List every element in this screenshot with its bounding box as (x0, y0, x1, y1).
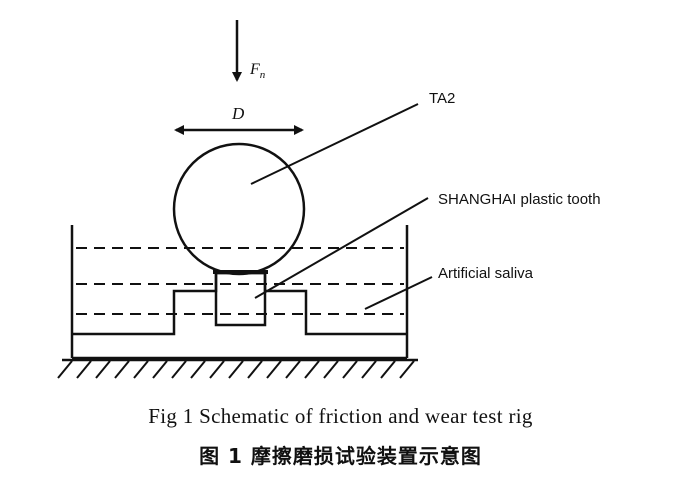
hatch-mark (171, 360, 187, 379)
hatch-mark (190, 360, 206, 379)
hatch-mark (95, 360, 111, 379)
hatch-mark (152, 360, 168, 379)
hatch-mark (380, 360, 396, 379)
ground-hatching (57, 360, 415, 379)
saliva-label: Artificial saliva (438, 265, 534, 282)
hatch-mark (304, 360, 320, 379)
diameter-label: D (231, 104, 245, 123)
load-label: Fn (249, 61, 266, 81)
hatch-mark (209, 360, 225, 379)
caption-english: Fig 1 Schematic of friction and wear tes… (148, 404, 533, 428)
leader-saliva (364, 276, 433, 310)
hatch-mark (57, 360, 73, 379)
leader-tooth (254, 197, 429, 299)
hatch-mark (247, 360, 263, 379)
ta2-ball (172, 142, 306, 276)
hatch-mark (342, 360, 358, 379)
leader-ta2 (250, 103, 419, 185)
hatch-mark (285, 360, 301, 379)
hatch-mark (266, 360, 282, 379)
hatch-mark (114, 360, 130, 379)
hatch-mark (133, 360, 149, 379)
ta2-label: TA2 (429, 90, 455, 107)
plastic-tooth-specimen (214, 271, 267, 327)
hatch-mark (323, 360, 339, 379)
hatch-mark (228, 360, 244, 379)
hatch-mark (399, 360, 415, 379)
caption-chinese: 图 1 摩擦磨损试验装置示意图 (199, 444, 482, 468)
tooth-label: SHANGHAI plastic tooth (438, 191, 601, 208)
test-rig-diagram: Fn D TA2 SHANGHAI plastic tooth Artifici… (57, 20, 601, 379)
hatch-mark (361, 360, 377, 379)
hatch-mark (76, 360, 92, 379)
